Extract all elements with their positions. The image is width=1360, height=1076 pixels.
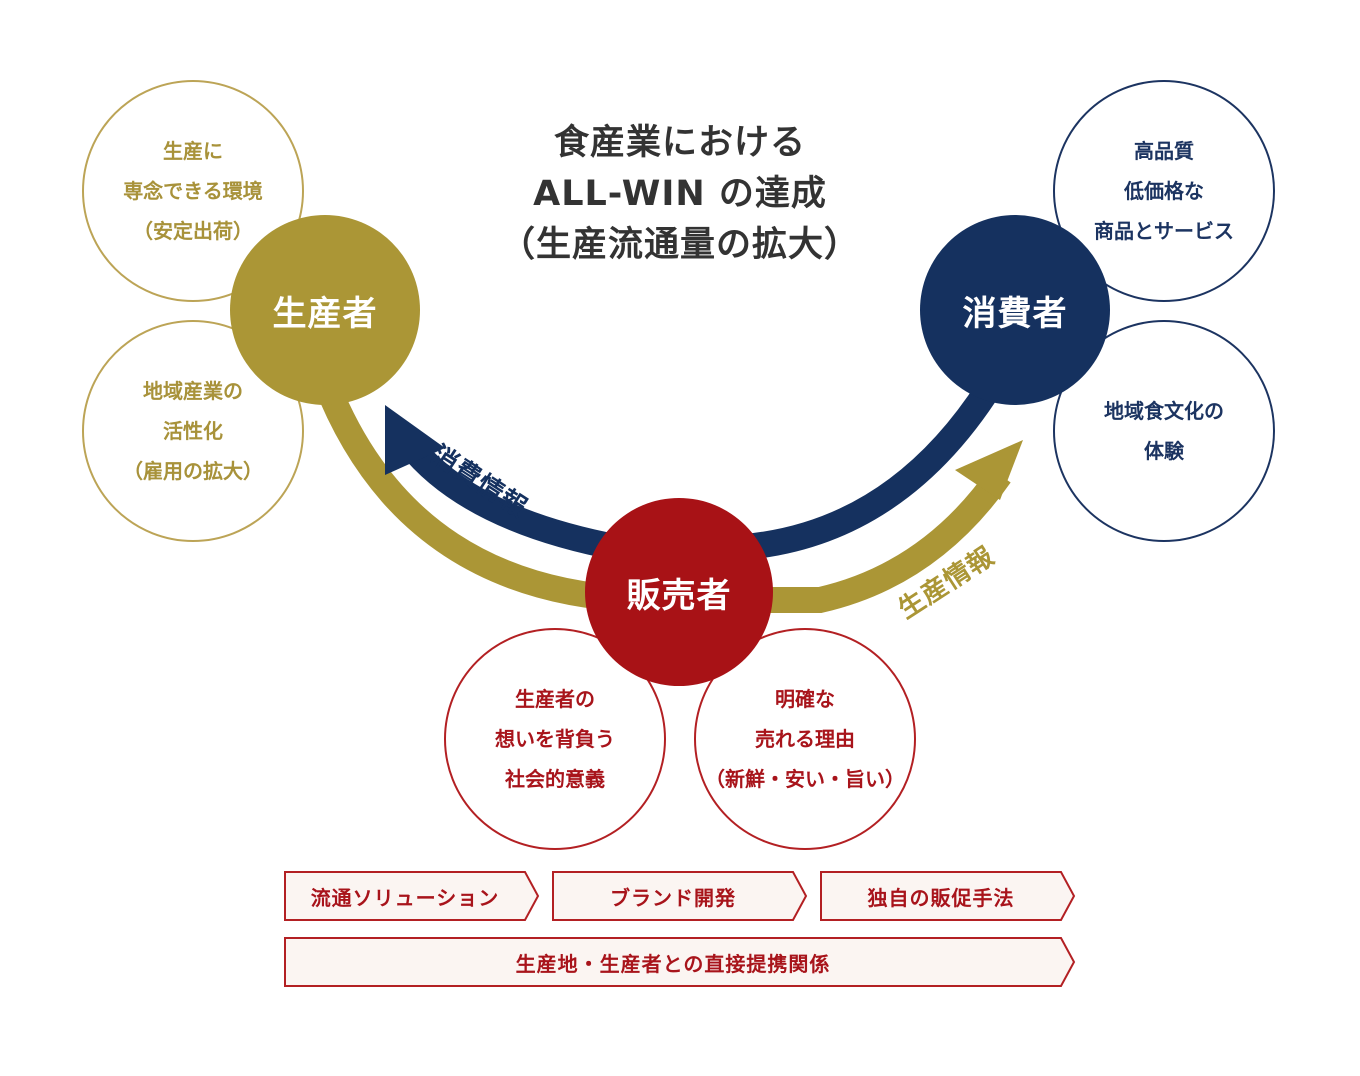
seller-benefit-1-line-3: 社会的意義: [505, 767, 605, 791]
seller-benefit-2-line-1: 明確な: [775, 687, 835, 711]
producer-benefit-2-line-2: 活性化: [163, 419, 223, 443]
tag-shape-partnership: [284, 937, 1076, 987]
seller-benefit-1-line-1: 生産者の: [515, 687, 595, 711]
consumer-benefit-2-line-1: 地域食文化の: [1104, 399, 1224, 423]
seller-benefit-2-line-3: （新鮮・安い・旨い）: [705, 767, 905, 791]
producer-benefit-bubble-1: 生産に 専念できる環境 （安定出荷）: [82, 80, 304, 302]
producer-benefit-1-line-3: （安定出荷）: [133, 219, 253, 243]
producer-benefit-bubble-2: 地域産業の 活性化 （雇用の拡大）: [82, 320, 304, 542]
seller-benefit-2-line-2: 売れる理由: [755, 727, 855, 751]
diagram-title: 食産業における ALL-WIN の達成 （生産流通量の拡大）: [480, 118, 880, 271]
tag-brand-development: ブランド開発: [610, 885, 736, 910]
producer-label: 生産者: [272, 293, 378, 334]
producer-node: 生産者: [230, 215, 420, 405]
consumer-node: 消費者: [920, 215, 1110, 405]
tag-shape-distribution: [284, 871, 540, 921]
tag-direct-partnership: 生産地・生産者との直接提携関係: [515, 951, 831, 976]
production-flow-arrowhead: [955, 440, 1023, 500]
consumer-label: 消費者: [962, 293, 1068, 334]
producer-benefit-1-line-1: 生産に: [163, 139, 223, 163]
seller-benefit-1-line-2: 想いを背負う: [495, 727, 615, 751]
producer-benefit-2-line-3: （雇用の拡大）: [123, 459, 263, 483]
title-line-2: ALL-WIN の達成: [533, 174, 827, 214]
consumption-flow-arrowhead: [385, 405, 445, 475]
tag-distribution-solution: 流通ソリューション: [310, 885, 500, 910]
consumer-benefit-2-line-2: 体験: [1144, 439, 1184, 463]
consumer-benefit-1-line-3: 商品とサービス: [1094, 219, 1234, 243]
tag-shape-brand: [552, 871, 808, 921]
title-line-1: 食産業における: [553, 123, 806, 163]
title-line-3: （生産流通量の拡大）: [499, 225, 860, 265]
seller-label: 販売者: [626, 575, 732, 616]
tag-promotion-method: 独自の販促手法: [867, 885, 1015, 910]
consumer-benefit-1-line-2: 低価格な: [1124, 179, 1204, 203]
consumer-benefit-1-line-1: 高品質: [1134, 139, 1194, 163]
seller-node: 販売者: [585, 498, 773, 686]
tag-shape-promotion: [820, 871, 1076, 921]
consumer-benefit-bubble-1: 高品質 低価格な 商品とサービス: [1053, 80, 1275, 302]
producer-benefit-2-line-1: 地域産業の: [143, 379, 243, 403]
producer-benefit-1-line-2: 専念できる環境: [123, 179, 263, 203]
